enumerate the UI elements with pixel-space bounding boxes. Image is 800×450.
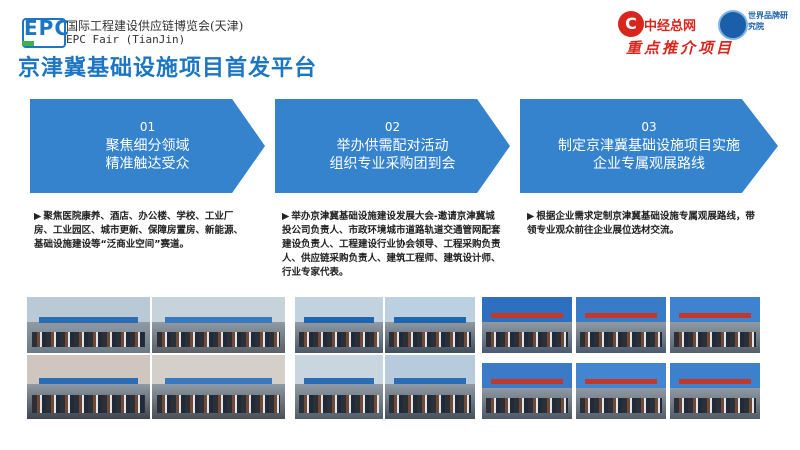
photo-banner: [394, 378, 466, 385]
world-brand-name: 世界品牌研究院: [748, 11, 788, 31]
photo-background: [670, 363, 760, 389]
event-photo: [295, 355, 383, 419]
page-title: 京津冀基础设施项目首发平台: [18, 56, 318, 81]
triangle-marker-icon: ▶: [527, 211, 535, 222]
step-number: 01: [139, 119, 156, 134]
triangle-marker-icon: ▶: [282, 211, 290, 222]
triangle-marker-icon: ▶: [34, 211, 42, 222]
event-photo: [670, 297, 760, 353]
photo-banner: [679, 378, 751, 385]
epc-logo: EPC: [24, 16, 70, 40]
photo-banner: [165, 317, 272, 323]
step-arrow-1: 01 聚焦细分领域 精准触达受众: [30, 99, 265, 193]
photo-background: [576, 297, 666, 323]
event-photo: [295, 297, 383, 353]
photo-crowd: [485, 331, 569, 348]
event-photo: [576, 297, 666, 353]
photo-crowd: [579, 331, 663, 348]
zhongjing-name: 中经总网: [644, 19, 697, 34]
step-description-1: ▶聚焦医院康养、酒店、办公楼、学校、工业厂房、工业园区、城市更新、保障房置房、新…: [34, 210, 244, 252]
event-photo: [152, 355, 285, 419]
photo-background: [670, 297, 760, 323]
photo-background: [576, 363, 666, 389]
photo-banner: [585, 378, 657, 385]
photo-banner: [679, 312, 751, 319]
step-line-2: 组织专业采购团到会: [329, 155, 456, 172]
photo-banner: [39, 317, 138, 323]
fair-name-en: EPC Fair (TianJin): [66, 33, 186, 46]
photo-banner: [303, 317, 375, 323]
epc-logo-accent: [22, 41, 34, 46]
photo-crowd: [31, 331, 146, 348]
step-line-1: 聚焦细分领域: [105, 137, 190, 154]
photo-background: [482, 363, 572, 389]
event-photo: [482, 363, 572, 419]
photo-banner: [585, 312, 657, 319]
step-arrow-3: 03 制定京津冀基础设施项目实施 企业专属观展路线: [520, 99, 778, 193]
step-line-2: 企业专属观展路线: [593, 155, 705, 172]
photo-crowd: [157, 394, 280, 413]
step-description-2: ▶举办京津冀基础设施建设发展大会-邀请京津冀城投公司负责人、市政环境城市道路轨道…: [282, 210, 502, 280]
photo-crowd: [673, 331, 757, 348]
step-number: 02: [384, 119, 401, 134]
event-photo: [482, 297, 572, 353]
step-number: 03: [641, 119, 657, 134]
fair-name-cn: 国际工程建设供应链博览会(天津): [66, 19, 244, 33]
event-photo: [27, 355, 150, 419]
photo-crowd: [579, 397, 663, 414]
description-text: 举办京津冀基础设施建设发展大会-邀请京津冀城投公司负责人、市政环境城市道路轨道交…: [282, 211, 501, 278]
photo-crowd: [298, 394, 380, 413]
photo-banner: [491, 378, 563, 385]
photo-crowd: [485, 397, 569, 414]
event-photo: [385, 297, 475, 353]
photo-banner: [165, 378, 272, 385]
description-text: 聚焦医院康养、酒店、办公楼、学校、工业厂房、工业园区、城市更新、保障房置房、新能…: [34, 211, 244, 250]
event-photo: [152, 297, 285, 353]
photo-banner: [39, 378, 138, 385]
event-photo: [576, 363, 666, 419]
event-photo: [385, 355, 475, 419]
photo-background: [482, 297, 572, 323]
photo-crowd: [673, 397, 757, 414]
event-photo: [27, 297, 150, 353]
photo-crowd: [298, 331, 380, 348]
step-line-2: 精准触达受众: [105, 155, 190, 172]
photo-crowd: [31, 394, 146, 413]
photo-crowd: [388, 331, 472, 348]
slogan: 重点推介项目: [626, 39, 735, 57]
event-photo: [670, 363, 760, 419]
step-arrow-2: 02 举办供需配对活动 组织专业采购团到会: [275, 99, 510, 193]
step-line-1: 制定京津冀基础设施项目实施: [558, 137, 740, 154]
photo-crowd: [388, 394, 472, 413]
description-text: 根据企业需求定制京津冀基础设施专属观展路线，带领专业观众前往企业展位选材交流。: [527, 211, 755, 236]
photo-banner: [491, 312, 563, 319]
photo-banner: [394, 317, 466, 323]
photo-banner: [303, 378, 375, 385]
zhongjing-logo-icon: C: [618, 11, 644, 37]
photo-crowd: [157, 331, 280, 348]
step-line-1: 举办供需配对活动: [336, 137, 449, 154]
step-description-3: ▶根据企业需求定制京津冀基础设施专属观展路线，带领专业观众前往企业展位选材交流。: [527, 210, 759, 238]
globe-icon: [718, 10, 748, 40]
